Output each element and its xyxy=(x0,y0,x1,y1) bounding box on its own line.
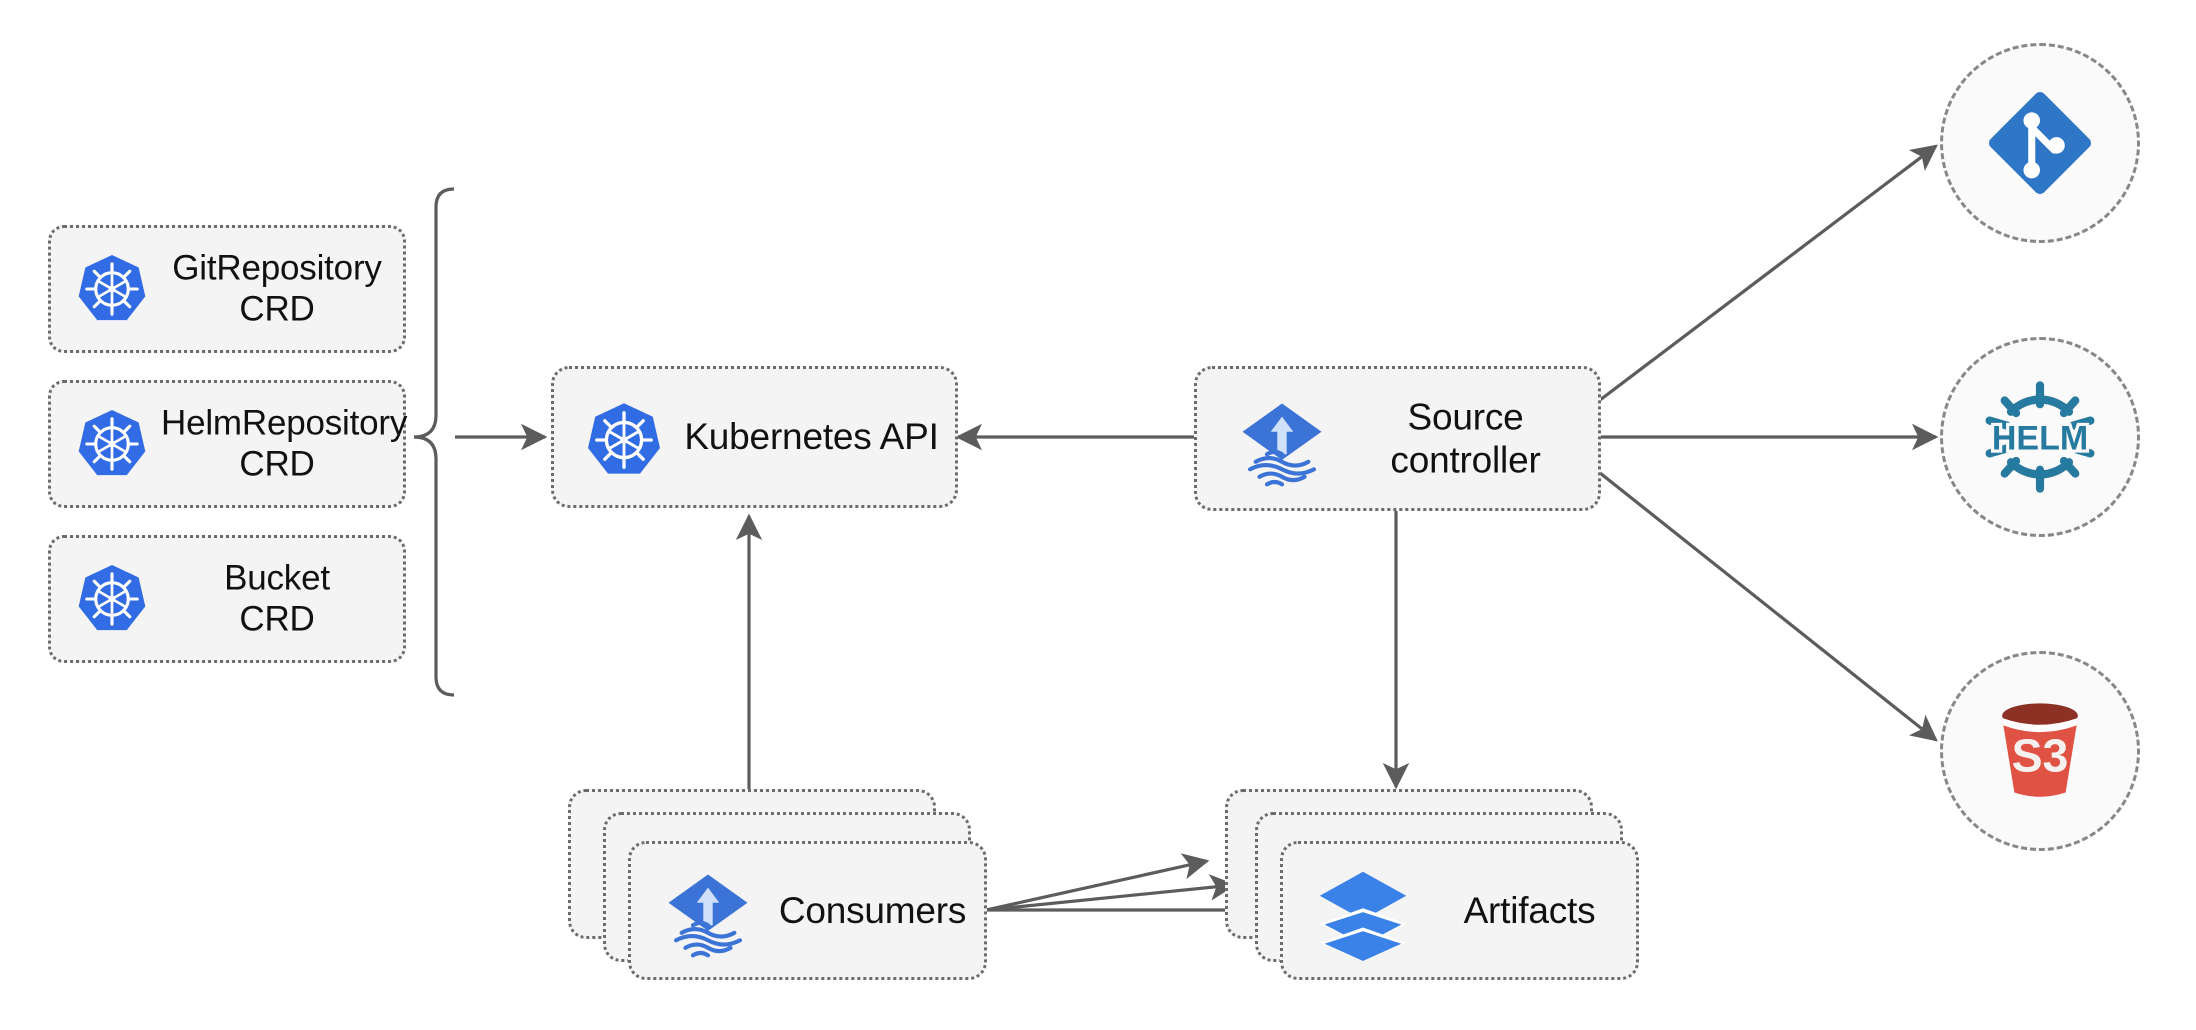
crd-label: Bucket CRD xyxy=(224,558,330,639)
layers-icon xyxy=(1315,866,1411,962)
crd-group-brace xyxy=(413,187,455,697)
kubernetes-icon xyxy=(584,400,664,480)
source-circle-s3[interactable] xyxy=(1940,651,2140,851)
crd-label: GitRepository CRD xyxy=(172,248,382,329)
flux-icon xyxy=(1235,393,1329,493)
flux-icon xyxy=(661,864,755,964)
connector-source-controller-to-git xyxy=(1599,144,1938,402)
helm-icon xyxy=(1977,374,2103,500)
kubernetes-icon xyxy=(75,562,149,636)
node-label-kubernetes-api: Kubernetes API xyxy=(684,416,939,458)
kubernetes-icon xyxy=(75,407,149,481)
crd-card-bucket[interactable]: Bucket CRD xyxy=(48,535,406,663)
node-label-source-controller: Source controller xyxy=(1390,395,1541,481)
connector-consumers-to-artifacts-mid xyxy=(985,874,1237,912)
node-label-consumers: Consumers xyxy=(778,889,967,931)
s3-bucket-icon xyxy=(1979,690,2101,812)
node-label-artifacts: Artifacts xyxy=(1463,889,1596,931)
git-icon xyxy=(1981,84,2099,202)
node-artifacts[interactable]: Artifacts xyxy=(1280,841,1639,980)
node-kubernetes-api[interactable]: Kubernetes API xyxy=(551,366,958,508)
source-circle-helm[interactable] xyxy=(1940,337,2140,537)
connector-source-controller-to-s3 xyxy=(1599,471,1938,742)
crd-card-helmrepository[interactable]: HelmRepository CRD xyxy=(48,380,408,508)
node-consumers[interactable]: Consumers xyxy=(628,841,987,980)
node-source-controller[interactable]: Source controller xyxy=(1194,366,1601,511)
crd-card-gitrepository[interactable]: GitRepository CRD xyxy=(48,225,406,353)
kubernetes-icon xyxy=(75,252,149,326)
crd-label: HelmRepository CRD xyxy=(161,403,408,484)
source-circle-git[interactable] xyxy=(1940,43,2140,243)
connector-consumers-to-artifacts-top xyxy=(985,853,1210,912)
